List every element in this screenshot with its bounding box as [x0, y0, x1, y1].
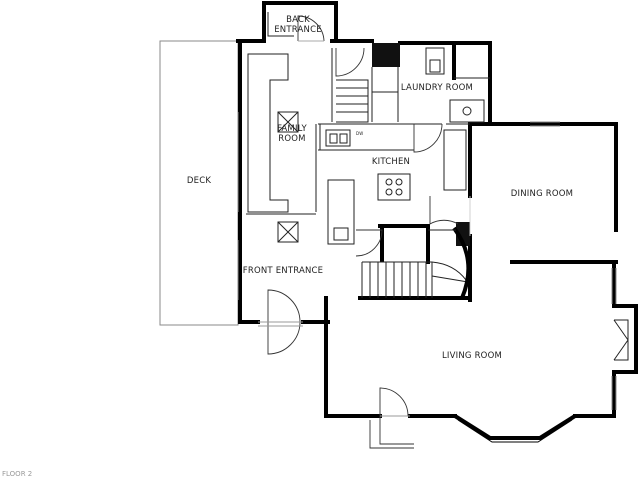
laundry-room-label: LAUNDRY ROOM — [401, 83, 473, 93]
family-room-label-line2: ROOM — [278, 134, 305, 144]
fireplace — [613, 304, 638, 374]
oven-label: DW — [356, 131, 363, 136]
deck-label: DECK — [187, 176, 211, 186]
back-entrance-label-line1: BACK — [286, 15, 310, 25]
bay-window — [453, 414, 577, 443]
kitchen-island — [327, 179, 355, 245]
utility-closet — [372, 43, 400, 67]
dining-room-label: DINING ROOM — [511, 189, 573, 199]
floor-label: FLOOR 2 — [2, 470, 32, 478]
back-entrance-label-line2: ENTRANCE — [274, 25, 322, 35]
stove — [377, 173, 411, 201]
doors — [258, 15, 471, 449]
kitchen-label: KITCHEN — [372, 157, 410, 167]
living-room-label: LIVING ROOM — [442, 351, 502, 361]
front-entrance-label: FRONT ENTRANCE — [243, 266, 324, 276]
family-room-label-line1: FAMILY — [277, 124, 307, 134]
interior-walls — [237, 12, 617, 410]
exterior-walls — [236, 1, 618, 418]
